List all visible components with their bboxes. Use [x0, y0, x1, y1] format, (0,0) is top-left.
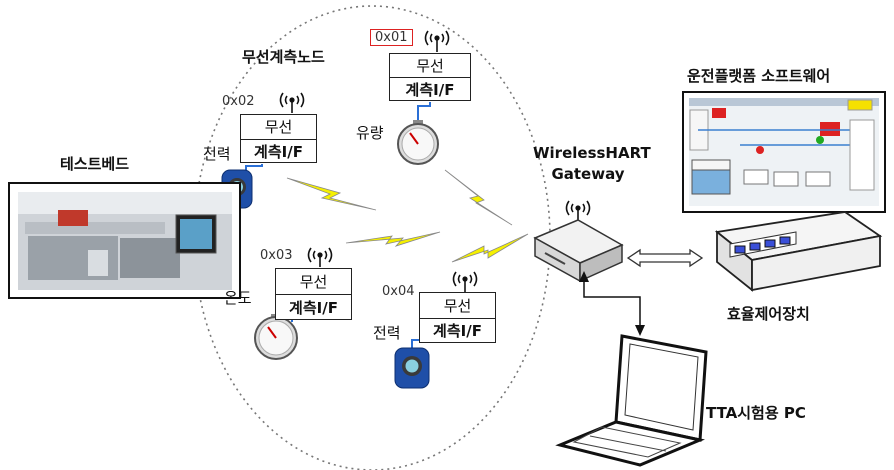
node-address-label: 0x02 — [222, 94, 255, 109]
node-interface-label: 계측I/F — [390, 77, 470, 101]
wireless-link-icon — [286, 177, 377, 211]
wireless-link-icon — [345, 231, 441, 247]
gateway-pc-connector — [583, 279, 641, 328]
node-wireless-label: 무선 — [299, 273, 328, 291]
antenna-icon — [565, 200, 591, 222]
power-transmitter-icon — [394, 347, 430, 389]
gateway-title-line2: Gateway — [551, 165, 625, 183]
antenna-icon — [452, 271, 478, 292]
platform-title: 운전플랫폼 소프트웨어 — [687, 67, 831, 85]
pressure-gauge-icon — [254, 314, 298, 360]
arrowhead — [579, 271, 589, 282]
sensor-nodes-title: 무선계측노드 — [242, 48, 325, 66]
gateway-title: WirelessHART Gateway — [533, 144, 651, 183]
laptop-icon — [555, 334, 708, 467]
node-wireless-label: 무선 — [264, 118, 293, 137]
antenna-icon — [424, 30, 450, 52]
node-wireless-label: 무선 — [416, 57, 444, 75]
controller-device-icon — [714, 211, 883, 292]
controller-title: 효율제어장치 — [727, 305, 810, 323]
testbed-title: 테스트베드 — [60, 155, 130, 173]
node-wireless-label: 무선 — [443, 296, 472, 315]
arrowhead — [635, 325, 645, 336]
wireless-node-box: 무선 계측I/F — [389, 53, 471, 101]
sensor-network-boundary — [193, 5, 551, 470]
wireless-link-icon — [444, 169, 513, 226]
node-interface-label: 계측I/F — [420, 317, 495, 344]
sensor-label: 온도 — [224, 289, 252, 307]
sensor-label: 전력 — [203, 145, 231, 163]
bidirectional-arrow — [626, 248, 704, 268]
wireless-node-box: 무선 계측I/F — [275, 268, 352, 320]
node-interface-label: 계측I/F — [276, 294, 351, 320]
gateway-device-icon — [533, 219, 624, 283]
wireless-node-box: 무선 계측I/F — [240, 114, 317, 163]
pressure-gauge-icon — [397, 120, 439, 165]
testbed-photo — [8, 182, 241, 299]
platform-software-screenshot — [682, 91, 886, 213]
sensor-label: 유량 — [356, 124, 384, 142]
node-address-label: 0x01 — [370, 29, 413, 46]
wireless-node-box: 무선 계측I/F — [419, 292, 496, 343]
sensor-cable — [417, 102, 431, 122]
node-interface-label: 계측I/F — [241, 138, 316, 164]
gateway-title-line1: WirelessHART — [533, 144, 651, 162]
node-address-label: 0x03 — [260, 248, 293, 263]
antenna-icon — [307, 247, 333, 267]
antenna-icon — [279, 92, 305, 113]
tta-pc-title: TTA시험용 PC — [706, 404, 806, 422]
wireless-link-icon — [451, 233, 529, 263]
sensor-label: 전력 — [373, 324, 401, 342]
node-address-label: 0x04 — [382, 284, 415, 299]
